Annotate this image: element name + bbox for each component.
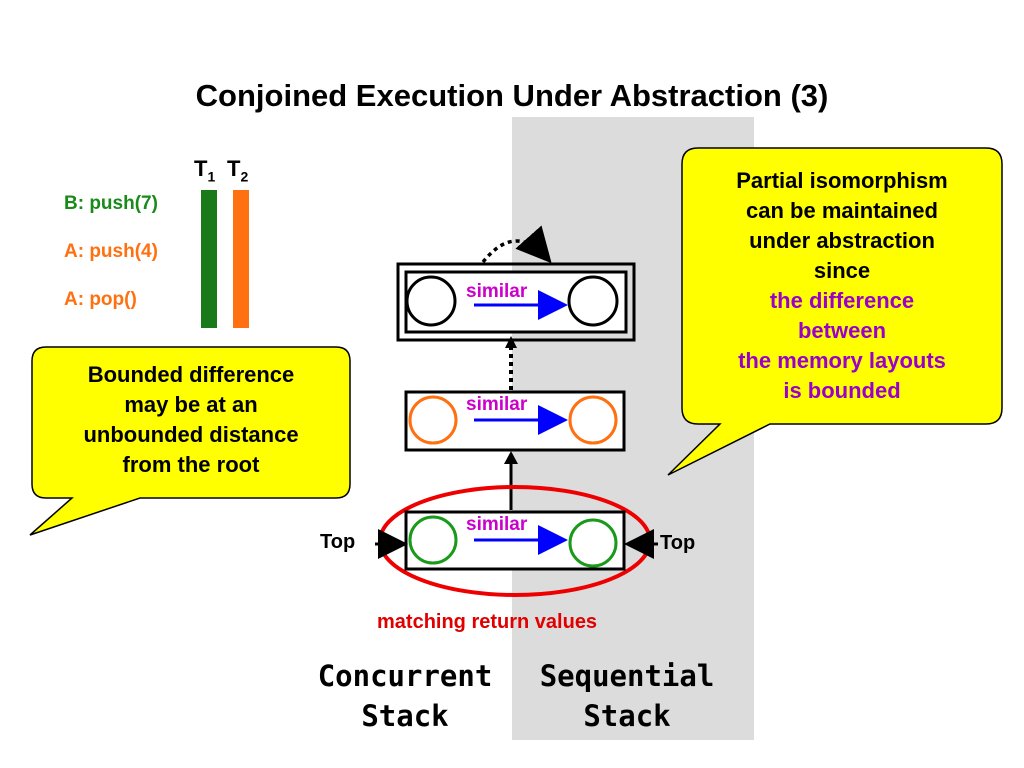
thread-t2-sub: 2 xyxy=(240,168,249,185)
node-bottom-right-circle xyxy=(568,518,618,568)
thread-t2-label: T2 xyxy=(227,156,248,184)
operation-a-push-4: A: push(4) xyxy=(64,241,158,262)
top-label-right: Top xyxy=(660,532,696,554)
sequential-stack-line: Stack xyxy=(583,699,671,733)
thread-t1-base: T xyxy=(194,156,208,181)
callout-left-line: may be at an xyxy=(124,392,258,417)
sequential-stack-label: Sequential Stack xyxy=(522,656,732,736)
node-middle-left-circle xyxy=(408,395,458,445)
thread-t1-label: T1 xyxy=(194,156,215,184)
callout-right-highlight-line: the memory layouts xyxy=(738,348,946,373)
node-top-right-circle xyxy=(567,275,619,327)
node-top-outer xyxy=(396,262,636,342)
thread-t2-base: T xyxy=(227,156,241,181)
concurrent-stack-line: Stack xyxy=(361,699,449,733)
thread-t2-bar xyxy=(233,190,249,328)
operation-a-pop: A: pop() xyxy=(64,289,137,310)
callout-right-text: Partial isomorphism can be maintained un… xyxy=(686,166,998,406)
callout-left-bubble xyxy=(29,346,351,536)
callout-right-line: since xyxy=(813,258,871,283)
callout-left-line: unbounded distance xyxy=(83,422,299,447)
callout-right-highlight-line: is bounded xyxy=(783,378,901,403)
concurrent-stack-line: Concurrent xyxy=(317,659,493,693)
node-middle-similar-label: similar xyxy=(466,394,528,415)
node-bottom-similar-label: similar xyxy=(466,514,528,535)
node-top-similar-label: similar xyxy=(466,281,528,302)
operation-b-push-7: B: push(7) xyxy=(64,193,158,214)
callout-right-bubble xyxy=(667,147,1003,476)
callout-right-highlight-line: the difference xyxy=(769,288,915,313)
callout-right-line: Partial isomorphism xyxy=(736,168,948,193)
node-middle-right-circle xyxy=(568,395,618,445)
callout-right-line: can be maintained xyxy=(746,198,938,223)
node-bottom-left-circle xyxy=(408,515,458,565)
concurrent-stack-label: Concurrent Stack xyxy=(300,656,510,736)
callout-right-line: under abstraction xyxy=(749,228,935,253)
top-node-loop-arrow xyxy=(481,225,552,264)
node-top-left-circle xyxy=(405,275,457,327)
callout-right-highlight-line: between xyxy=(797,318,887,343)
sequential-stack-line: Sequential xyxy=(539,659,715,693)
callout-left-text: Bounded difference may be at an unbounde… xyxy=(36,360,346,480)
top-label-left: Top xyxy=(320,531,356,553)
callout-left-line: from the root xyxy=(122,452,260,477)
thread-t1-bar xyxy=(201,190,217,328)
matching-return-values-label: matching return values xyxy=(377,611,598,633)
thread-t1-sub: 1 xyxy=(207,168,216,185)
callout-left-line: Bounded difference xyxy=(87,362,295,387)
slide-title: Conjoined Execution Under Abstraction (3… xyxy=(195,78,829,113)
